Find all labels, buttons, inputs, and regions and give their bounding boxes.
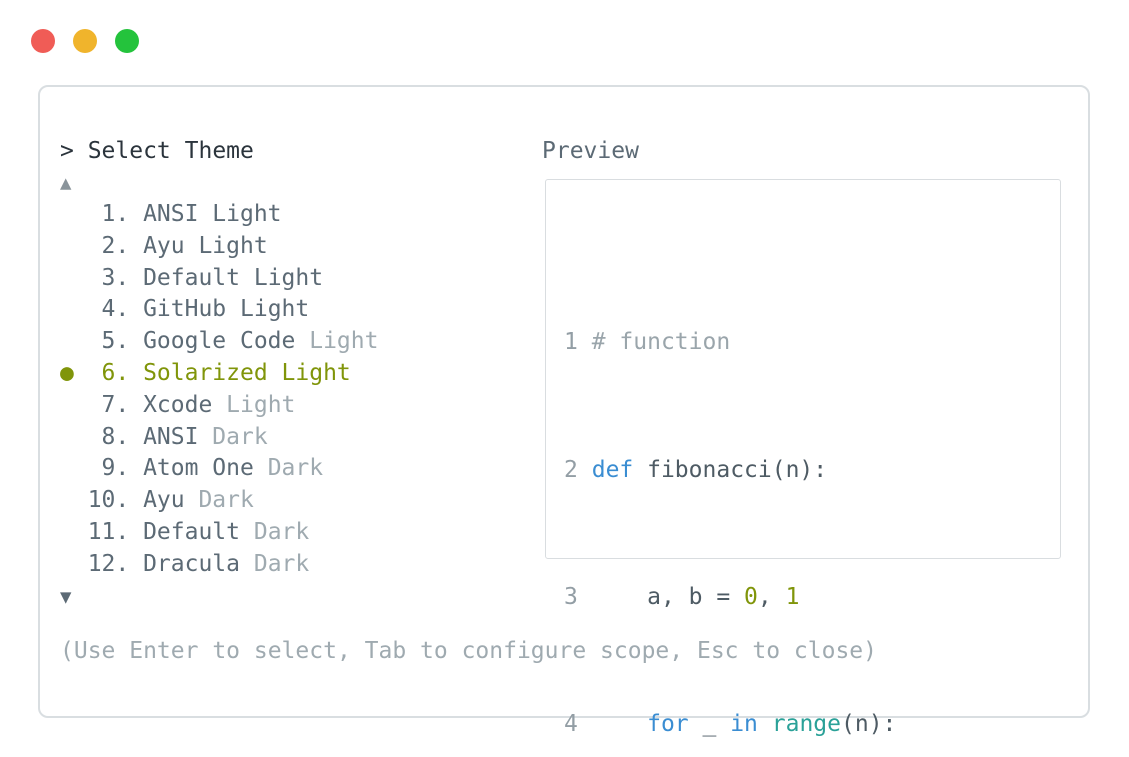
theme-item-ansi-light[interactable]: 1. ANSI Light: [60, 199, 378, 231]
selected-indicator-slot: [60, 549, 88, 581]
theme-name: Default: [143, 264, 240, 291]
code-token: ,: [757, 583, 786, 610]
code-preview: 1 # function 2 def fibonacci(n): 3 a, b …: [564, 232, 958, 757]
code-token: range: [771, 710, 841, 737]
theme-number: 3.: [101, 264, 130, 291]
code-token: # function: [577, 329, 731, 356]
code-token: (n):: [841, 710, 897, 737]
selected-indicator-slot: [60, 422, 88, 454]
selected-indicator-slot: [60, 231, 88, 263]
theme-variant: Dark: [253, 550, 310, 577]
theme-variant: Light: [226, 391, 296, 418]
code-token: a, b =: [577, 583, 745, 610]
code-token: 1: [785, 583, 800, 610]
theme-name: GitHub: [143, 296, 227, 323]
theme-variant: Light: [240, 296, 310, 323]
theme-name: ANSI: [143, 423, 199, 450]
theme-item-ayu-light[interactable]: 2. Ayu Light: [60, 231, 378, 263]
close-window-button[interactable]: [31, 29, 55, 53]
code-line: 4 for _ in range(n):: [564, 709, 958, 741]
theme-number: 11.: [87, 518, 130, 545]
theme-name: Solarized: [143, 359, 268, 386]
preview-label: Preview: [542, 138, 639, 164]
theme-name: Dracula: [143, 550, 240, 577]
code-token: [578, 457, 592, 483]
theme-number: 1.: [101, 201, 130, 227]
theme-variant: Dark: [253, 518, 310, 545]
theme-name: Ayu: [143, 232, 185, 259]
theme-item-default-dark[interactable]: 11. Default Dark: [60, 517, 378, 549]
theme-item-solarized-light-selected[interactable]: ● 6. Solarized Light: [60, 358, 378, 390]
scroll-down-icon[interactable]: ▼: [60, 586, 72, 608]
theme-number: 5.: [101, 328, 130, 355]
zoom-window-button[interactable]: [115, 29, 139, 53]
minimize-window-button[interactable]: [73, 29, 97, 53]
theme-name: Xcode: [143, 391, 213, 418]
theme-number: 12.: [87, 550, 130, 577]
theme-number: 6.: [101, 359, 130, 386]
line-number: 4: [564, 710, 578, 737]
selected-indicator-slot: [60, 453, 88, 485]
theme-variant: Light: [281, 359, 351, 386]
theme-variant: Dark: [267, 455, 324, 482]
theme-item-default-light[interactable]: 3. Default Light: [60, 263, 378, 295]
code-token: 0: [744, 583, 758, 610]
code-line: 2 def fibonacci(n):: [564, 455, 958, 487]
theme-variant: Light: [253, 264, 324, 291]
window-controls: [31, 29, 139, 53]
theme-number: 8.: [101, 423, 130, 450]
selected-indicator-icon: ●: [60, 359, 74, 386]
scroll-up-icon[interactable]: ▲: [60, 172, 72, 194]
code-token: for: [647, 710, 703, 737]
code-token: _: [702, 710, 731, 737]
theme-variant: Light: [212, 201, 282, 227]
theme-name: Atom One: [143, 455, 254, 482]
theme-variant: Dark: [198, 487, 254, 514]
theme-variant: Light: [309, 328, 379, 355]
selected-indicator-slot: [60, 390, 88, 422]
line-number: 3: [564, 583, 578, 610]
selected-indicator-slot: [60, 326, 88, 358]
code-token: def: [591, 456, 648, 483]
theme-item-dracula-dark[interactable]: 12. Dracula Dark: [60, 549, 378, 581]
theme-name: Google Code: [143, 328, 296, 355]
code-preview-box: 1 # function 2 def fibonacci(n): 3 a, b …: [545, 179, 1061, 737]
line-number: 1: [564, 329, 578, 356]
selected-indicator-slot: [60, 263, 88, 295]
theme-number: 4.: [101, 296, 130, 323]
theme-picker-panel: > Select Theme Preview ▲ 1. ANSI Light 2…: [38, 85, 1090, 737]
theme-name: ANSI: [143, 201, 199, 227]
line-number: 2: [564, 456, 578, 483]
theme-number: 9.: [101, 455, 130, 482]
theme-item-google-code-light[interactable]: 5. Google Code Light: [60, 326, 379, 358]
code-token: fibonacci(n):: [647, 456, 828, 483]
selected-indicator-slot: [60, 517, 88, 549]
theme-number: 7.: [101, 391, 130, 418]
theme-variant: Dark: [212, 423, 268, 450]
selected-indicator-slot: [60, 294, 88, 326]
theme-item-ayu-dark[interactable]: 10. Ayu Dark: [60, 485, 378, 517]
theme-variant: Light: [198, 232, 268, 259]
theme-list: 1. ANSI Light 2. Ayu Light 3. Default Li…: [60, 199, 378, 581]
theme-name: Ayu: [143, 487, 185, 514]
theme-name: Default: [143, 518, 240, 545]
selected-indicator-slot: [60, 485, 88, 517]
panel-title: > Select Theme: [60, 138, 254, 164]
theme-item-atom-one-dark[interactable]: 9. Atom One Dark: [60, 453, 378, 485]
code-token: in: [730, 710, 772, 737]
theme-number: 10.: [87, 487, 130, 514]
theme-item-ansi-dark[interactable]: 8. ANSI Dark: [60, 422, 378, 454]
theme-item-github-light[interactable]: 4. GitHub Light: [60, 294, 378, 326]
selected-indicator-slot: [60, 199, 88, 231]
code-token: [578, 711, 647, 737]
theme-item-xcode-light[interactable]: 7. Xcode Light: [60, 390, 378, 422]
theme-number: 2.: [101, 232, 130, 259]
code-line: 3 a, b = 0, 1: [564, 582, 958, 614]
keyboard-hints: (Use Enter to select, Tab to configure s…: [60, 638, 877, 664]
code-line: 1 # function: [564, 327, 958, 359]
